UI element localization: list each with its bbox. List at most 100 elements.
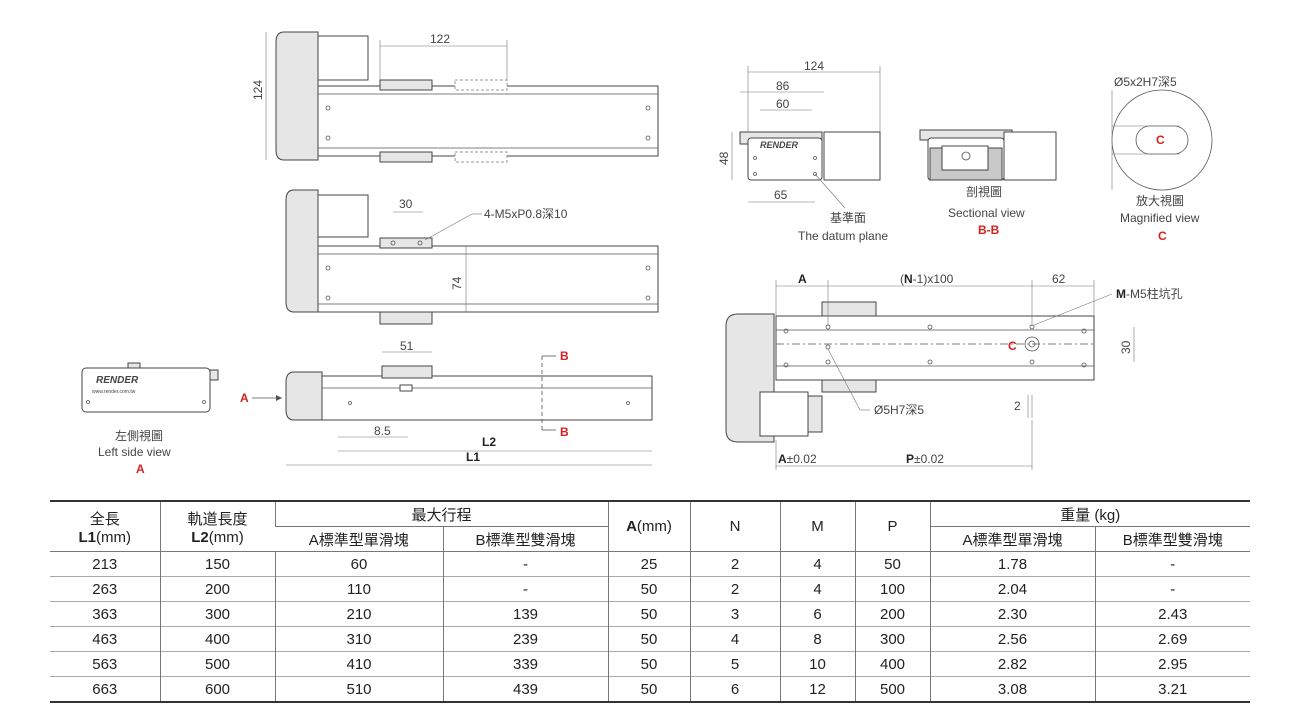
mid-dim-30: 30 <box>399 197 413 211</box>
cell: 50 <box>607 676 690 703</box>
cell: 500 <box>159 651 275 677</box>
header-l1-bold: L1 <box>78 528 97 546</box>
side-dim-8-5: 8.5 <box>374 424 391 438</box>
cell: 50 <box>607 601 690 627</box>
cell: 300 <box>159 601 275 627</box>
plan-dim-n-group: (N-1)x100 <box>900 272 954 286</box>
top-dim-124: 124 <box>251 80 265 100</box>
header-weight-a: A標準型單滑塊 <box>929 526 1095 552</box>
header-n: N <box>689 500 780 552</box>
technical-drawing: 122 124 30 4-M5xP0.8深10 74 51 8.5 <box>81 31 1213 476</box>
cell: 6 <box>689 676 780 703</box>
cell: 110 <box>274 576 443 602</box>
datum-logo: RENDER <box>760 140 799 150</box>
side-l1: L1 <box>466 450 480 464</box>
cell: - <box>1094 576 1250 602</box>
plan-dim-n-open: ( <box>900 272 904 286</box>
datum-dim-60: 60 <box>776 97 790 111</box>
cell: 3.08 <box>929 676 1095 703</box>
drawing-svg: 122 124 30 4-M5xP0.8深10 74 51 8.5 <box>81 31 1213 476</box>
mid-view: 30 4-M5xP0.8深10 74 <box>285 189 659 325</box>
plan-a-tol-bold: A <box>778 452 787 466</box>
cell: 50 <box>607 651 690 677</box>
cell: 50 <box>607 626 690 652</box>
magnified-inner-marker: C <box>1156 133 1165 147</box>
header-stroke-b: B標準型雙滑塊 <box>442 526 608 552</box>
datum-label-zh: 基準面 <box>830 210 866 225</box>
cell: 510 <box>274 676 443 703</box>
header-l2-bold: L2 <box>191 528 209 546</box>
plan-dim-2: 2 <box>1014 399 1021 413</box>
cell: 100 <box>854 576 930 602</box>
plan-p-tol-rest: ±0.02 <box>914 452 944 466</box>
cell: 339 <box>442 651 608 677</box>
magnified-dim-note: Ø5x2H7深5 <box>1114 75 1177 89</box>
top-view: 122 124 <box>251 31 659 163</box>
cell: 25 <box>607 551 690 577</box>
cell: 50 <box>607 576 690 602</box>
cell: 400 <box>159 626 275 652</box>
magnified-view: Ø5x2H7深5 C 放大視圖 Magnified view C <box>1111 75 1213 243</box>
cell: 6 <box>779 601 855 627</box>
header-a: A(mm) <box>607 500 690 552</box>
table-header-row-2: A標準型單滑塊 B標準型雙滑塊 A標準型單滑塊 B標準型雙滑塊 <box>50 526 1250 552</box>
cell: 8 <box>779 626 855 652</box>
cell: 300 <box>854 626 930 652</box>
header-l2-zh: 軌道長度 <box>187 510 248 528</box>
section-marker: B-B <box>978 223 1000 237</box>
cell: 2.30 <box>929 601 1095 627</box>
side-view: 51 8.5 L2 L1 B B A <box>240 339 653 466</box>
cell: 4 <box>779 576 855 602</box>
cell: 5 <box>689 651 780 677</box>
top-dim-122: 122 <box>430 32 450 46</box>
plan-a-tol-group: A±0.02 <box>778 452 817 466</box>
cell: 200 <box>854 601 930 627</box>
cell: 439 <box>442 676 608 703</box>
cell: 2 <box>689 551 780 577</box>
magnified-marker: C <box>1158 229 1167 243</box>
cell: 463 <box>50 626 160 652</box>
cell: 4 <box>689 626 780 652</box>
cell: 10 <box>779 651 855 677</box>
datum-dim-124: 124 <box>804 59 824 73</box>
cell: 4 <box>779 551 855 577</box>
cell: 2.04 <box>929 576 1095 602</box>
header-a-unit: (mm) <box>636 518 672 535</box>
cell: 3.21 <box>1094 676 1250 703</box>
cell: 210 <box>274 601 443 627</box>
cell: 2.82 <box>929 651 1095 677</box>
plan-hole-note: Ø5H7深5 <box>874 403 924 417</box>
header-a-bold: A <box>626 518 637 535</box>
header-l1-zh: 全長 <box>89 510 120 528</box>
datum-view: RENDER 124 86 60 48 65 基準面 The datum pla… <box>717 59 888 243</box>
cell: 563 <box>50 651 160 677</box>
header-m: M <box>779 500 855 552</box>
cell: 363 <box>50 601 160 627</box>
section-label-en: Sectional view <box>948 206 1025 220</box>
left-side-label-en: Left side view <box>98 445 171 459</box>
left-side-label-zh: 左側視圖 <box>115 428 163 443</box>
cell: 60 <box>274 551 443 577</box>
cell: 2.56 <box>929 626 1095 652</box>
left-side-url: www.render.com.tw <box>92 389 136 395</box>
header-l2-unit: (mm) <box>208 528 244 546</box>
cell: 213 <box>50 551 160 577</box>
mid-dim-74: 74 <box>450 276 464 290</box>
plan-m-group: M-M5柱坑孔 <box>1116 286 1183 301</box>
section-view: 剖視圖 Sectional view B-B <box>919 129 1057 237</box>
magnified-label-en: Magnified view <box>1120 211 1200 225</box>
datum-label-en: The datum plane <box>798 229 888 243</box>
section-label-zh: 剖視圖 <box>966 184 1002 199</box>
cell: 310 <box>274 626 443 652</box>
plan-dim-62: 62 <box>1052 272 1066 286</box>
side-l2: L2 <box>482 435 496 449</box>
cell: 150 <box>159 551 275 577</box>
datum-dim-48: 48 <box>717 151 731 165</box>
plan-c-marker: C <box>1008 339 1017 353</box>
side-marker-b-bottom: B <box>560 425 569 439</box>
